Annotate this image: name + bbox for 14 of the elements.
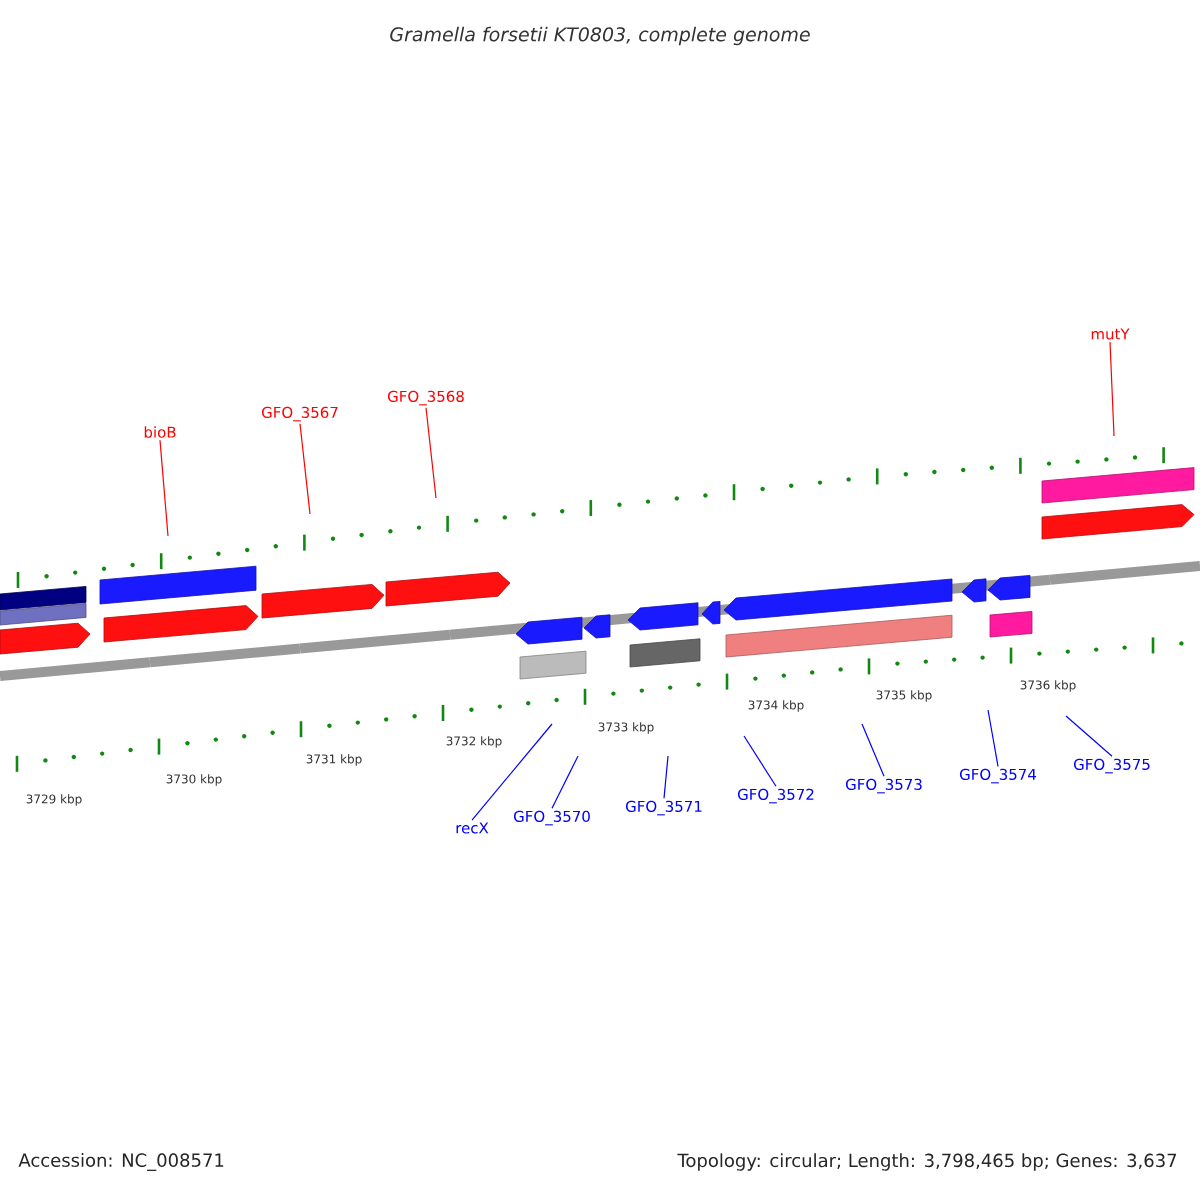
leader-line [1109, 341, 1115, 437]
footer-text: Accession: NC_008571 [18, 1153, 224, 1171]
leader-line [1065, 715, 1113, 757]
leader-line [471, 723, 553, 821]
title: Gramella forsetii KT0803, complete genome [390, 26, 810, 46]
leader-line [299, 423, 311, 515]
leader-line [551, 755, 579, 809]
leader-line [987, 709, 999, 767]
leader-line [159, 439, 169, 537]
leader-line [743, 735, 777, 787]
leader-line [861, 723, 885, 777]
leader-line [425, 407, 437, 499]
leader-line [663, 755, 669, 799]
footer-text: Topology: circular; Length: 3,798,465 bp; Genes: 3,637 [677, 1153, 1177, 1171]
